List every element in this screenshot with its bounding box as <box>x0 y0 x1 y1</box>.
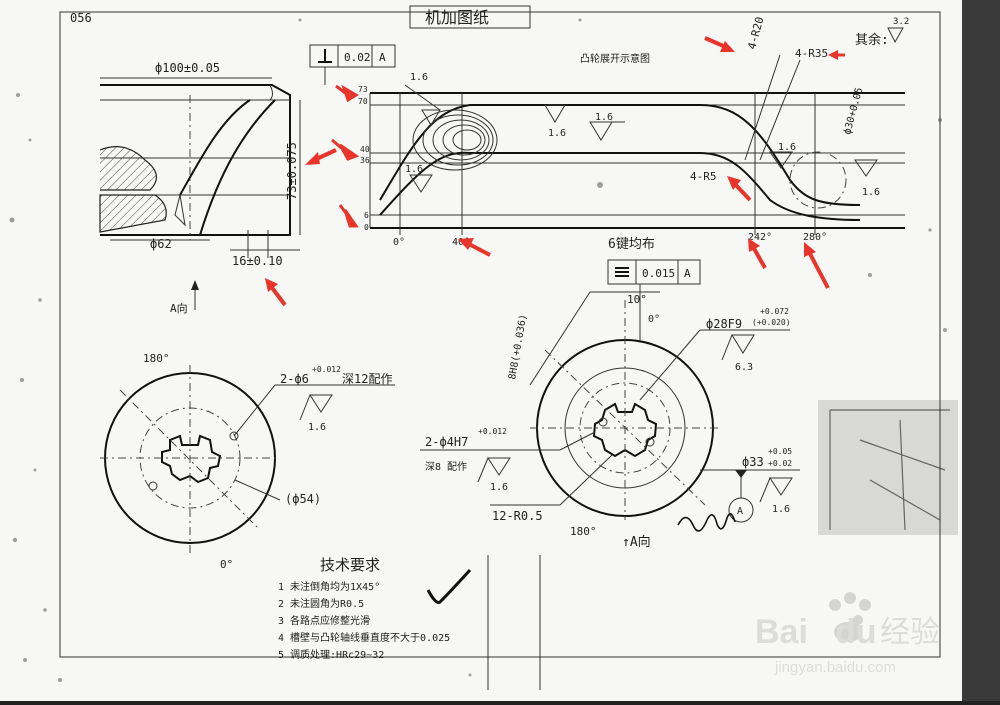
requirement-5: 5 调质处理:HRc29~32 <box>278 649 384 661</box>
view-a-label: A向 <box>170 301 188 315</box>
surface-note: 其余: <box>855 32 889 48</box>
checkmark <box>426 568 472 604</box>
section-view: 0.02 A ф100±0.05 73±0.075 ф62 16±0.10 A向 <box>99 44 396 315</box>
roughness-2: 1.6 <box>405 164 423 175</box>
radius-r5: 4-R5 <box>690 170 717 183</box>
watermark-brand: Bai <box>755 613 808 651</box>
dim-d33-tol2: +0.02 <box>768 459 792 468</box>
angle-242: 242° <box>748 232 772 243</box>
angle-180-a: 180° <box>143 352 170 365</box>
technical-requirements: 技术要求 1 未注倒角均为1X45° 2 未注圆角为R0.5 3 各路点应修整光… <box>278 556 472 661</box>
roughness-3: 1.6 <box>548 128 566 139</box>
radius-r35: 4-R35 <box>795 47 828 60</box>
angle-0: 0° <box>393 237 405 248</box>
y-40: 40 <box>360 145 370 154</box>
y-73: 73 <box>358 85 368 94</box>
concentric-frame <box>607 259 701 285</box>
hole-2-d4-note: 深8 配作 <box>425 461 467 473</box>
angle-280: 280° <box>803 232 827 243</box>
requirement-3: 3 各路点应修整光滑 <box>278 614 370 627</box>
six-keys-label: 6键均布 <box>608 237 655 252</box>
dim-d100: ф100±0.05 <box>155 61 220 75</box>
roughness-8: 1.6 <box>490 482 508 493</box>
datum-a: A <box>737 506 743 517</box>
dim-d62: ф62 <box>150 237 172 251</box>
angle-10: 10° <box>627 293 647 306</box>
scan-noise <box>9 18 947 682</box>
datum-a-circle <box>728 497 754 523</box>
flatness-datum: A <box>379 51 386 64</box>
roughness-6: 1.6 <box>862 187 880 198</box>
dim-d28-tol: +0.072 <box>760 307 789 316</box>
roughness-7: 1.6 <box>308 422 326 433</box>
y-0: 0 <box>364 223 369 232</box>
radius-r05: 12-R0.5 <box>492 509 543 523</box>
hole-2-d4h7: 2-ф4H7 <box>425 435 468 449</box>
y-36: 36 <box>360 156 370 165</box>
watermark-brand-2: du <box>835 613 877 651</box>
dim-d28f9: ф28F9 <box>706 317 742 331</box>
hole-2-d4-tol: +0.012 <box>478 427 507 436</box>
hole-2-d6: 2-ф6 <box>280 372 309 386</box>
unfold-title: 凸轮展开示意图 <box>580 52 650 65</box>
dim-16: 16±0.10 <box>232 254 283 268</box>
requirements-title: 技术要求 <box>320 556 380 574</box>
angle-0-a: 0° <box>220 558 233 571</box>
surface-value: 3.2 <box>893 17 909 27</box>
flatness-frame <box>309 44 396 68</box>
dim-73: 73±0.075 <box>285 142 299 200</box>
view-a-arrow-label: ↑A向 <box>622 534 651 550</box>
roughness-symbol <box>887 27 904 44</box>
paw-icon <box>829 592 871 642</box>
roughness-4: 1.6 <box>595 112 613 123</box>
dim-d54: (ф54) <box>285 492 321 506</box>
requirement-4: 4 槽壁与凸轮轴线垂直度不大于0.025 <box>278 631 450 644</box>
concentric-datum: A <box>684 267 691 280</box>
view-a-disc: 180° 0° 2-ф6 +0.012 深12配作 1.6 (ф54) <box>100 352 395 571</box>
angle-0-b: 0° <box>648 314 660 325</box>
y-70: 70 <box>358 97 368 106</box>
dim-d33-tol: +0.05 <box>768 447 792 456</box>
hole-2-d6-tol: +0.012 <box>312 365 341 374</box>
annotation-arrows <box>265 36 845 307</box>
y-6: 6 <box>364 211 369 220</box>
roughness-1: 1.6 <box>410 72 428 83</box>
stamp-text: 机加图纸 <box>425 8 489 27</box>
flatness-tolerance: 0.02 <box>344 51 371 64</box>
viewer-gutter <box>962 0 1000 701</box>
dim-d28-tol2: (+0.020) <box>752 318 791 327</box>
scan-smudge <box>818 400 958 535</box>
roughness-9: 1.6 <box>772 504 790 515</box>
hole-2-d6-note: 深12配作 <box>342 372 392 386</box>
angle-40: 40° <box>452 237 470 248</box>
baidu-watermark: Bai du 经验 jingyan.baidu.com <box>755 592 940 676</box>
roughness-5: 1.6 <box>778 142 796 153</box>
drawing-border <box>59 11 941 658</box>
roughness-63: 6.3 <box>735 362 753 373</box>
angle-180-b: 180° <box>570 525 597 538</box>
requirement-2: 2 未注圆角为R0.5 <box>278 597 364 610</box>
signature-scribble <box>677 513 736 532</box>
dim-d33: ф33 <box>742 455 764 469</box>
watermark-url: jingyan.baidu.com <box>774 659 896 676</box>
watermark-cn: 经验 <box>880 615 940 650</box>
header-scribble: 056 <box>70 11 92 25</box>
requirement-1: 1 未注倒角均为1X45° <box>278 580 380 593</box>
concentric-tolerance: 0.015 <box>642 267 675 280</box>
